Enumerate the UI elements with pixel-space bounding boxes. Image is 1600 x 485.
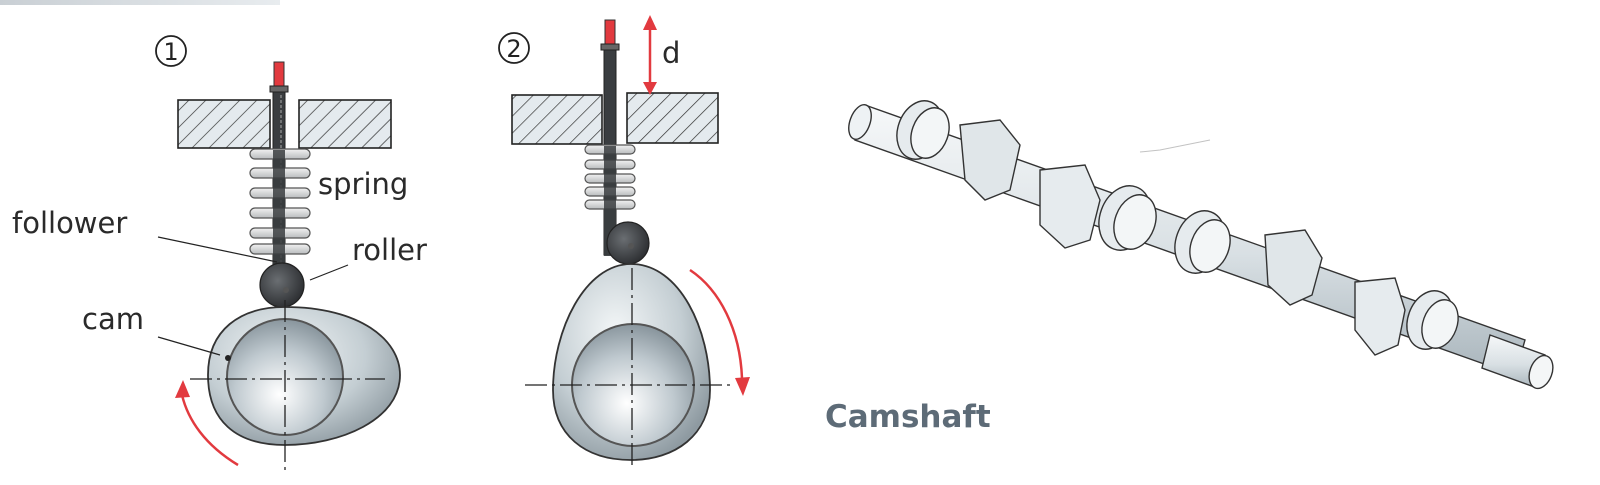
cam-lobe xyxy=(1264,229,1323,306)
camshaft-illustration xyxy=(848,100,1554,390)
label-follower: follower xyxy=(12,206,127,240)
panel-2: 2 d xyxy=(498,15,750,470)
label-spring: spring xyxy=(318,167,408,201)
panel-2-number-badge: 2 xyxy=(498,32,530,64)
label-d: d xyxy=(662,36,680,70)
cam-lobe xyxy=(1098,185,1157,251)
housing-right-block xyxy=(298,99,392,149)
cam-lobe xyxy=(1039,164,1101,249)
follower-tip-red xyxy=(604,19,616,45)
label-cam: cam xyxy=(82,302,144,336)
housing-right-block xyxy=(626,92,719,144)
roller-icon xyxy=(259,262,305,308)
cam-lobe xyxy=(1174,210,1231,274)
roller-icon xyxy=(606,221,650,265)
housing-left-block xyxy=(177,99,271,149)
label-roller: roller xyxy=(352,233,427,267)
camshaft-caption: Camshaft xyxy=(825,399,991,435)
cam-lobe xyxy=(1406,290,1459,350)
rotation-arrow-cw xyxy=(689,268,744,379)
cam-lobe xyxy=(959,119,1021,201)
panel-1-number-badge: 1 xyxy=(155,35,187,67)
follower-tip-red xyxy=(273,61,285,87)
svg-text:1: 1 xyxy=(163,38,178,66)
svg-text:2: 2 xyxy=(506,35,521,63)
cam-lobe xyxy=(1354,277,1406,356)
panel-1: 1 xyxy=(12,35,427,475)
housing-left-block xyxy=(511,94,603,145)
cam-lobe xyxy=(896,100,950,160)
rotation-arrow-ccw xyxy=(180,394,239,467)
scan-edge-strip xyxy=(0,0,280,5)
